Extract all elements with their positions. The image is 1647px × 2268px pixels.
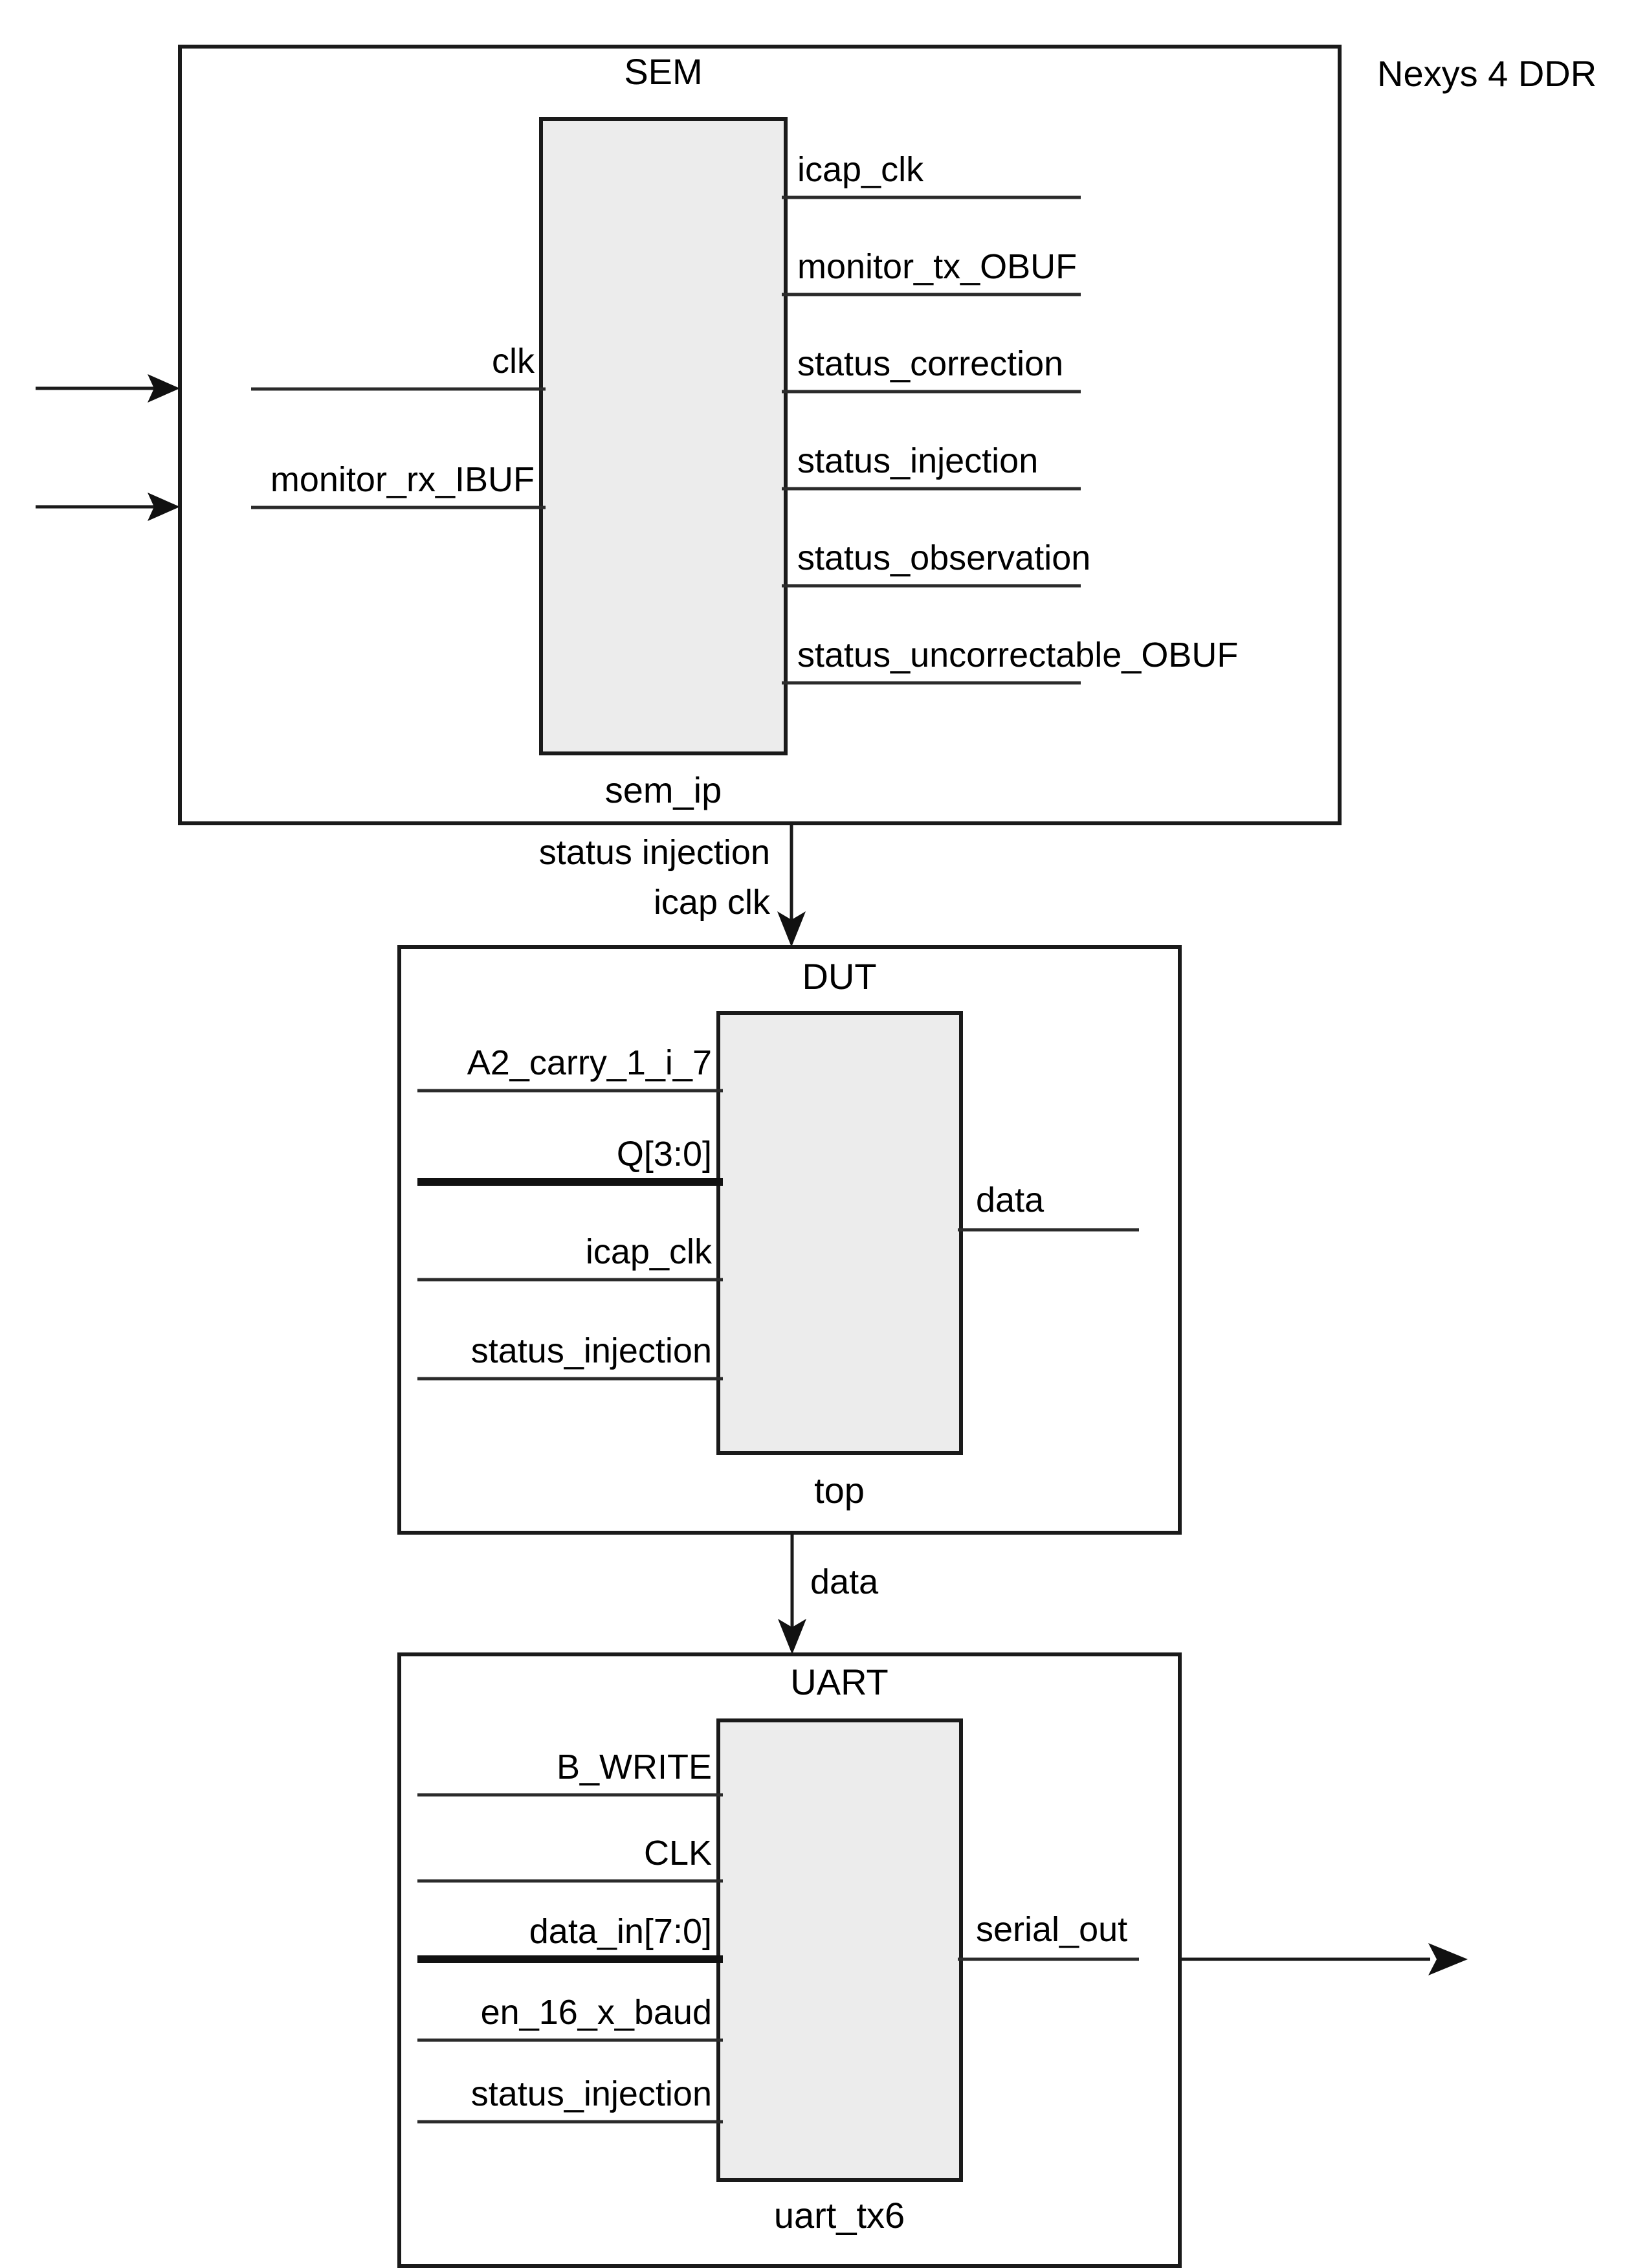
dut-input-label-icap-clk: icap_clk (586, 1232, 713, 1271)
board-label: Nexys 4 DDR (1377, 53, 1597, 94)
uart-input-label-b-write: B_WRITE (557, 1748, 712, 1786)
sem-instance-name: sem_ip (605, 770, 722, 810)
sem-inner-block (539, 117, 788, 755)
sem-input-label-clk: clk (492, 342, 535, 381)
uart-inner-block (716, 1718, 963, 2182)
uart-block-title: UART (790, 1662, 888, 1702)
sem-external-input-arrow-2 (36, 493, 180, 521)
dut-output-label-data: data (976, 1181, 1045, 1219)
connection-dut-to-uart (778, 1533, 806, 1654)
connection-label-icap-clk: icap clk (654, 883, 771, 922)
sem-output-label-icap-clk: icap_clk (797, 150, 924, 189)
uart-input-label-data-in: data_in[7:0] (529, 1912, 712, 1951)
sem-input-label-monitor-rx: monitor_rx_IBUF (271, 460, 535, 499)
uart-input-label-en-16-x-baud: en_16_x_baud (481, 1993, 712, 2032)
connection-label-status-injection: status injection (539, 833, 770, 872)
sem-output-label-status-correction: status_correction (797, 344, 1063, 383)
uart-input-label-status-injection: status_injection (471, 2074, 712, 2113)
uart-output-label-serial-out: serial_out (976, 1910, 1127, 1949)
sem-output-label-status-observation: status_observation (797, 539, 1090, 577)
connection-sem-to-dut (777, 823, 806, 947)
sem-output-label-monitor-tx: monitor_tx_OBUF (797, 247, 1077, 286)
dut-instance-name: top (814, 1470, 865, 1511)
uart-instance-name: uart_tx6 (774, 2195, 905, 2236)
dut-input-label-a2-carry: A2_carry_1_i_7 (467, 1043, 712, 1082)
uart-input-label-clk: CLK (644, 1834, 712, 1873)
connection-label-data: data (810, 1562, 879, 1601)
sem-block-title: SEM (624, 51, 702, 92)
dut-block-title: DUT (802, 956, 876, 997)
dut-input-label-status-injection: status_injection (471, 1331, 712, 1370)
dut-input-label-q: Q[3:0] (617, 1135, 712, 1173)
sem-external-input-arrow-1 (36, 374, 180, 403)
uart-external-output-arrow (1180, 1943, 1468, 1975)
sem-output-label-status-injection: status_injection (797, 441, 1038, 480)
dut-inner-block (716, 1011, 963, 1455)
sem-output-label-status-uncorrectable: status_uncorrectable_OBUF (797, 636, 1238, 674)
